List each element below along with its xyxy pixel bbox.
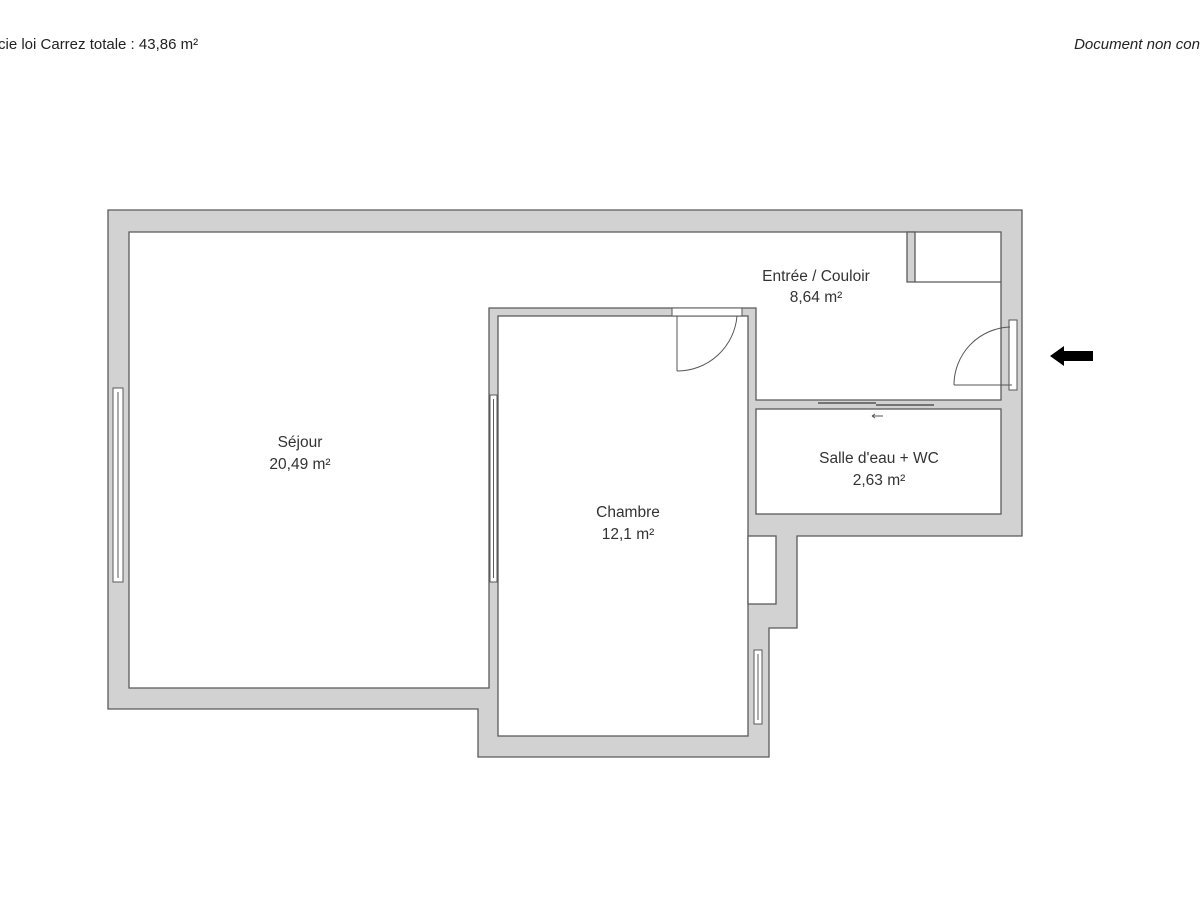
window-sejour <box>112 387 124 583</box>
door-entrance[interactable] <box>953 319 1018 391</box>
window-chambre-left <box>489 394 498 583</box>
room-name-sejour: Séjour <box>278 434 323 451</box>
total-area-label: cie loi Carrez totale : 43,86 m² <box>0 36 199 53</box>
room-chambre <box>497 315 749 737</box>
room-sejour-entree <box>128 231 1002 689</box>
room-name-salle-eau: Salle d'eau + WC <box>819 450 939 467</box>
room-name-chambre: Chambre <box>596 504 660 521</box>
room-salle-eau <box>755 408 1002 515</box>
room-area-sejour: 20,49 m² <box>269 456 330 473</box>
small-arrow-left-icon <box>871 413 883 419</box>
door-chambre[interactable] <box>671 307 743 372</box>
room-area-chambre: 12,1 m² <box>602 526 655 543</box>
sliding-door-salle-eau[interactable] <box>818 402 934 406</box>
arrow-left-icon <box>1050 346 1093 366</box>
room-name-entree: Entrée / Couloir <box>762 268 870 285</box>
room-area-salle-eau: 2,63 m² <box>853 472 906 489</box>
disclaimer-label: Document non con <box>1074 36 1200 53</box>
closet-chambre <box>747 535 777 605</box>
window-chambre-right <box>753 649 763 725</box>
closet-entree <box>906 231 916 283</box>
room-area-entree: 8,64 m² <box>790 289 843 306</box>
